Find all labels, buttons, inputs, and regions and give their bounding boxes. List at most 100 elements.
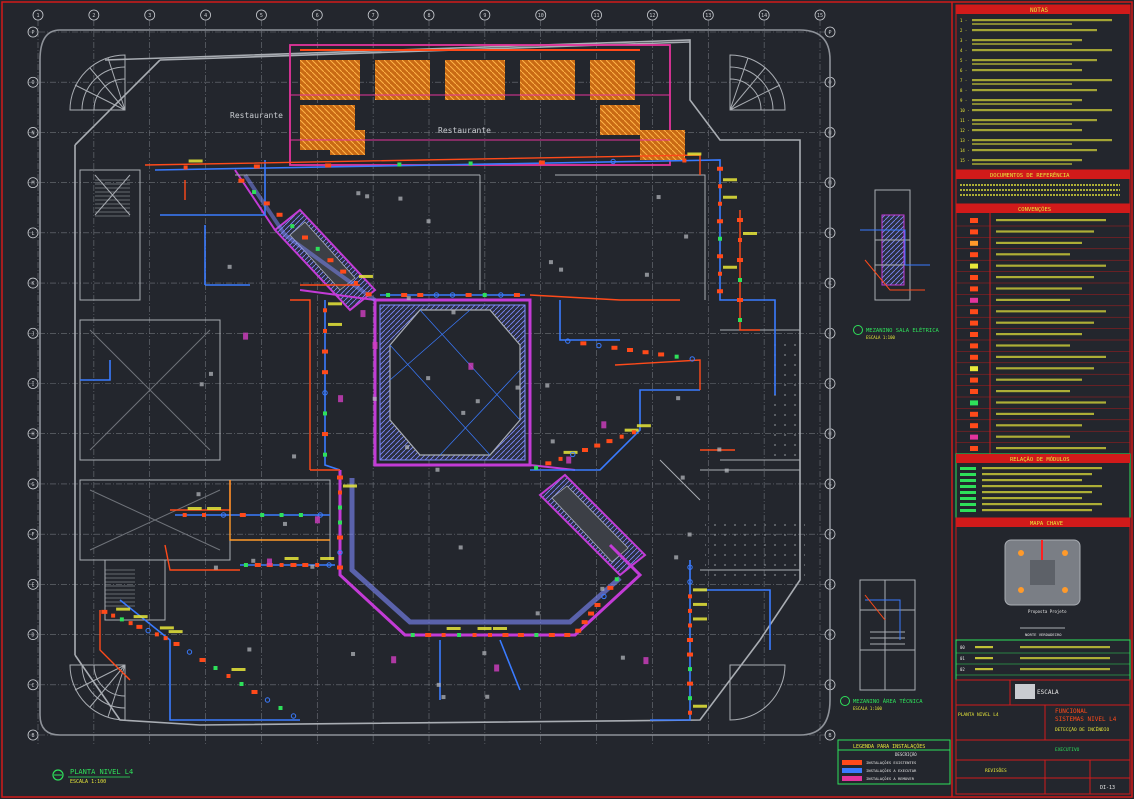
detector-marker: [337, 535, 343, 540]
sounder-marker: [337, 549, 343, 556]
column-mark: [545, 383, 550, 388]
note-number: 12 -: [960, 128, 970, 133]
column-mark: [559, 267, 564, 272]
manual-call-point-marker: [290, 224, 295, 229]
detector-marker: [353, 280, 358, 285]
column-mark: [441, 695, 446, 700]
device-tag: [446, 627, 461, 630]
grid-bubble-row: [27, 378, 39, 389]
alarm-panel-mark: [360, 310, 366, 318]
column-mark: [426, 376, 431, 381]
plan-title: PLANTA NIVEL L4: [70, 768, 133, 776]
sounder-marker: [596, 342, 602, 349]
detector-marker: [338, 490, 342, 495]
detector-marker: [183, 165, 188, 170]
manual-call-point-marker: [718, 236, 722, 241]
convention-text-line: [996, 355, 1106, 358]
note-number: 7 -: [960, 78, 967, 83]
grid-row-label: D: [31, 633, 34, 639]
detector-marker: [315, 563, 320, 567]
device-tag: [207, 507, 222, 510]
grid-bubble-col: [311, 9, 323, 21]
detector-marker: [325, 163, 332, 168]
revision-number: 02: [960, 667, 965, 672]
note-number: 11 -: [960, 118, 970, 123]
modules-panel: RELAÇÃO DE MÓDULOS: [955, 453, 1131, 519]
column-mark: [724, 468, 729, 473]
detector-marker: [606, 439, 613, 444]
device-tag: [168, 630, 183, 634]
column-mark: [600, 586, 605, 591]
grid-row-label: J: [31, 331, 34, 337]
detector-marker: [502, 633, 509, 637]
note-text-line: [972, 159, 1082, 162]
convention-symbol: [970, 411, 978, 417]
device-tag: [116, 607, 131, 611]
column-mark: [310, 564, 315, 569]
convention-symbol: [970, 400, 978, 406]
grid-col-label: 12: [649, 13, 655, 19]
convention-text-line: [996, 241, 1082, 244]
legend-row-3: INSTALAÇÕES A REMOVER: [866, 776, 915, 781]
device-tag: [743, 232, 757, 235]
column-mark: [684, 234, 689, 239]
detector-marker: [631, 430, 636, 435]
detector-marker: [276, 212, 283, 217]
alarm-panel-mark: [566, 456, 572, 464]
detector-marker: [425, 633, 432, 637]
device-tag: [723, 178, 737, 182]
note-number: 15 -: [960, 158, 970, 163]
detector-marker: [688, 623, 692, 628]
grid-bubble-col: [702, 9, 714, 21]
manual-call-point-marker: [386, 293, 391, 297]
detector-marker: [136, 624, 143, 629]
module-code: [960, 503, 976, 506]
title-block: ESCALA PLANTA NIVEL L4 FUNCIONAL SISTEMA…: [955, 679, 1131, 795]
module-text-line: [982, 503, 1102, 506]
grid-bubble-col: [479, 9, 491, 21]
convention-symbol: [970, 309, 978, 315]
note-number: 3 -: [960, 38, 967, 43]
module-text-line: [982, 479, 1082, 482]
grid-bubble-row: [27, 327, 39, 339]
convention-text-line: [996, 253, 1070, 256]
convention-text-line: [996, 230, 1094, 233]
grid-bubble-row: [27, 428, 39, 440]
detector-marker: [611, 345, 618, 350]
note-text-line: [972, 163, 1072, 165]
column-mark: [548, 260, 553, 265]
device-tag: [693, 704, 707, 708]
sounder-marker: [610, 158, 616, 165]
note-text-line: [972, 109, 1112, 112]
manual-call-point-marker: [534, 465, 539, 470]
convention-text-line: [996, 378, 1082, 381]
convention-text-line: [996, 344, 1070, 347]
manual-call-point-marker: [298, 513, 303, 517]
module-text-line: [982, 467, 1102, 470]
detector-marker: [594, 443, 601, 448]
grid-col-label: 2: [92, 13, 95, 19]
detector-marker: [302, 563, 309, 567]
manual-call-point-marker: [410, 633, 415, 637]
sounder-marker: [570, 451, 576, 458]
column-mark: [282, 521, 287, 526]
grid-row-label: F: [31, 532, 34, 538]
grid-col-label: 5: [260, 13, 263, 19]
grid-bubble-col: [814, 9, 826, 21]
detector-marker: [717, 254, 723, 259]
detector-marker: [128, 621, 133, 626]
note-text-line: [972, 19, 1112, 22]
grid-col-label: 13: [705, 13, 711, 19]
device-tag: [133, 615, 148, 619]
alarm-panel-mark: [267, 558, 273, 566]
sounder-marker: [220, 512, 227, 518]
device-tag: [624, 428, 639, 432]
module-text-line: [982, 485, 1102, 488]
detector-marker: [718, 201, 722, 206]
grid-row-label: H: [31, 432, 34, 438]
fire-detection-devices: [101, 152, 757, 719]
column-mark: [292, 454, 297, 459]
